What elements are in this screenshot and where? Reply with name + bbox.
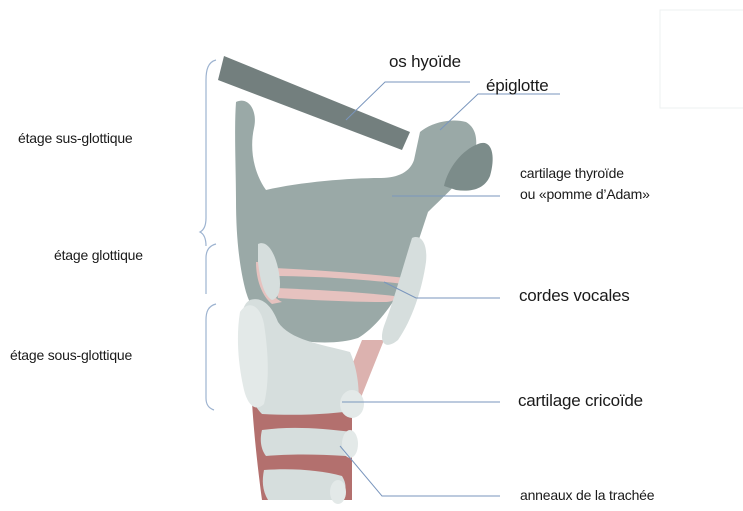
region-sous-glottique: étage sous-glottique <box>10 347 132 363</box>
label-epiglotte: épiglotte <box>486 76 548 96</box>
label-cartilage-thyroide-line1: cartilage thyroïde <box>520 163 650 184</box>
cricoid-front-lobe <box>340 390 364 418</box>
corner-frame <box>660 10 743 108</box>
label-os-hyoide: os hyoïde <box>389 52 461 72</box>
region-sus-glottique: étage sus-glottique <box>18 130 133 146</box>
region-glottique: étage glottique <box>54 247 143 263</box>
thyroid-cartilage-shape <box>235 101 476 343</box>
label-anneaux-trachee: anneaux de la trachée <box>520 487 654 503</box>
tracheal-ring-2-end <box>330 480 346 504</box>
label-cartilage-thyroide: cartilage thyroïde ou «pomme d’Adam» <box>520 163 650 205</box>
label-cartilage-cricoide: cartilage cricoïde <box>518 391 643 411</box>
bracket-sous-glottique <box>206 304 216 410</box>
bracket-glottique <box>206 244 216 294</box>
tracheal-ring-1-end <box>342 430 358 458</box>
label-cordes-vocales: cordes vocales <box>519 286 630 306</box>
leader-anneaux-trachee <box>340 446 500 496</box>
bracket-sus-glottique <box>200 60 216 246</box>
label-cartilage-thyroide-line2: ou «pomme d’Adam» <box>520 184 650 205</box>
tracheal-ring-1 <box>261 428 354 456</box>
